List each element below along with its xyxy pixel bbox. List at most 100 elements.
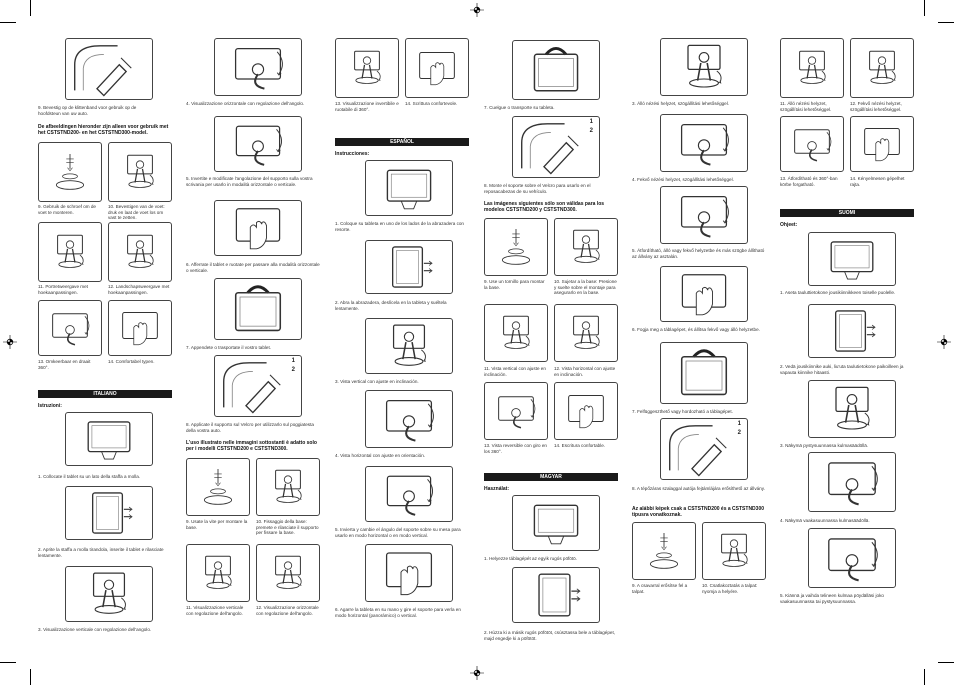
col1-intro: De afbeeldingen hieronder zijn alleen vo… xyxy=(38,124,169,136)
col2-cap10: 10. Fissaggio della base: premete e rila… xyxy=(256,519,319,536)
figure-tablet-side-fi xyxy=(808,232,896,286)
figure-carry-handle-es xyxy=(512,40,600,100)
figure-spring-clamp xyxy=(65,486,153,540)
col5-intro: Az alábbi képek csak a CSTSTND200 és a C… xyxy=(632,506,765,518)
registration-mark-right xyxy=(937,335,951,349)
col5-cap10: 10. Csatlakoztatás a talpat: nyomja a he… xyxy=(702,583,758,594)
col2-intro: L'uso illustrato nelle immagini sottosta… xyxy=(186,440,317,452)
figure-flip-angle xyxy=(214,116,302,172)
step-number-2-hu: 2 xyxy=(737,430,741,436)
figure-vertical-view-es xyxy=(365,318,453,374)
registration-mark-top xyxy=(470,3,484,17)
col6-step2: 2. Vedä jousikiinnike auki, liu'uta taul… xyxy=(780,364,904,375)
figure-reversible xyxy=(38,300,102,356)
crop-mark-bottom-right xyxy=(924,669,925,685)
col4-step1: 1. Helyezze táblagépét az egyik rugós pö… xyxy=(484,556,577,561)
col4-cap14: 14. Escritura confortable. xyxy=(554,443,606,448)
figure-landscape-view-it xyxy=(256,544,320,602)
col2-step6: 6. Afferrate il tablet e ruotate per pas… xyxy=(186,262,320,273)
col1-step3: 3. Visualizzazione verticale con regolaz… xyxy=(38,627,152,632)
col4-step2: 2. Húzza ki a másik rugós pöfötöt, csúsz… xyxy=(484,630,615,641)
figure-portrait-view-es xyxy=(484,304,548,362)
col2-cap12: 12. Visualizzazione orizzontale con rego… xyxy=(256,605,319,616)
col2-step8: 8. Applicate il supporto sul Velcro per … xyxy=(186,422,314,433)
figure-portrait-view-hu xyxy=(780,38,844,98)
col3-instructions-label: Instrucciones: xyxy=(335,151,370,157)
col4-cap9: 9. Use un tornillo para montar la base. xyxy=(484,279,545,290)
figure-carry-handle xyxy=(214,278,302,340)
crop-mark-top-right-h xyxy=(938,22,954,23)
figure-flip-angle-fi xyxy=(808,528,896,588)
figure-tablet-side-es xyxy=(365,160,453,216)
col2-cap11: 11. Visualizzazione verticale con regola… xyxy=(186,605,244,616)
col3-step3: 3. Vista vertical con ajuste en inclinac… xyxy=(335,379,419,384)
figure-headrest-mount xyxy=(65,38,153,100)
section-header-italiano: ITALIANO xyxy=(38,390,172,398)
figure-velcro-headrest-hu: 1 2 xyxy=(660,418,748,480)
col5-step6: 6. Fogja meg a táblagépet, és állítsa fe… xyxy=(632,327,760,332)
figure-vertical-view xyxy=(65,566,153,622)
col3-step6: 6. Agarre la tableta en su mano y gire e… xyxy=(335,607,461,618)
col6-instructions-label: Ohjeet: xyxy=(780,222,798,228)
figure-velcro-headrest: 1 2 xyxy=(214,355,302,417)
figure-attach-base-it xyxy=(256,458,320,516)
col4-step8: 8. Monte el soporte sobre el Velcro para… xyxy=(484,183,591,194)
col1-cap14: 14. Comfortabel typen. xyxy=(108,359,155,364)
figure-typing-hu xyxy=(850,116,914,172)
step-number-1: 1 xyxy=(291,358,295,364)
figure-flip-angle-es xyxy=(365,466,453,522)
col5-cap9: 9. A csavarral erősítse fel a talpat. xyxy=(632,583,688,594)
col3-step2: 2. Abra la abrazadera, deslícela en la t… xyxy=(335,300,447,311)
figure-horizontal-view-hu xyxy=(660,114,748,172)
figure-spring-clamp-es xyxy=(365,240,453,294)
col1-instructions-label: Istruzioni: xyxy=(38,403,62,409)
figure-screw-base xyxy=(38,142,102,202)
figure-portrait-view xyxy=(38,222,102,282)
crop-mark-bottom-left xyxy=(30,669,31,685)
col6-cap12: 12. Fekvő nézési helyzet, szögállítási l… xyxy=(850,101,902,112)
step-number-2: 2 xyxy=(291,367,295,373)
figure-spring-clamp-hu xyxy=(512,567,600,623)
col1-step2: 2. Aprite la staffa a molla tirandola, i… xyxy=(38,547,164,558)
figure-landscape-view xyxy=(108,222,172,282)
figure-screw-base-hu xyxy=(632,522,696,580)
col3-step4: 4. Vista horizontal con ajuste en orient… xyxy=(335,453,426,458)
crop-mark-top-left xyxy=(30,0,31,16)
figure-flip-angle-hu xyxy=(660,186,748,244)
figure-grip-rotate xyxy=(214,200,302,256)
col3-step1: 1. Coloque su tableta en uno de los lado… xyxy=(335,221,464,232)
figure-velcro-headrest-es: 1 2 xyxy=(512,116,600,178)
step-number-1-hu: 1 xyxy=(737,421,741,427)
figure-horizontal-view-fi xyxy=(808,452,896,512)
figure-grip-rotate-es xyxy=(365,544,453,602)
figure-attach-base-hu xyxy=(702,522,766,580)
figure-portrait-view-it xyxy=(186,544,250,602)
col6-cap13: 13. Átfordítható és 360°-ban körbe forga… xyxy=(780,176,838,187)
figure-reversible-es xyxy=(484,382,548,440)
col1-step9: 9. Bevestig op de klittenband voor gebru… xyxy=(38,105,137,116)
col1-cap13: 13. Omkeerbaar en draait 360°. xyxy=(38,359,91,370)
step-number-1-es: 1 xyxy=(589,119,593,125)
figure-tablet-side xyxy=(65,412,153,466)
figure-attach-base xyxy=(108,142,172,202)
col6-step5: 5. Kiännä ja vaihda telineen kulmaa pöyd… xyxy=(780,593,884,604)
crop-mark-bottom-right-h xyxy=(938,662,954,663)
figure-landscape-view-es xyxy=(554,304,618,362)
col5-step5: 5. Átfordítható, álló vagy fekvő helyzet… xyxy=(632,248,765,259)
figure-horizontal-view xyxy=(214,38,302,96)
crop-mark-top-left-h xyxy=(0,22,16,23)
col2-step5: 5. Invertite e modificate l'angolazione … xyxy=(186,176,313,187)
col2-step7: 7. Appendete o trasportate il vostro tab… xyxy=(186,345,272,350)
col6-cap14: 14. Kényelmesen gépelhet rajta. xyxy=(850,176,905,187)
col5-step4: 4. Fekvő nézési helyzet, szögállítási le… xyxy=(632,177,734,182)
col1-cap11: 11. Portretweergave met hoekaanpassingen… xyxy=(38,284,88,295)
col1-cap10: 10. Bevestigen van de voet: druk en laat… xyxy=(108,204,165,221)
step-number-2-es: 2 xyxy=(589,128,593,134)
section-header-espanol: ESPAÑOL xyxy=(335,138,469,146)
col5-step8: 8. A tépőzáras szalaggal autója fejtámlá… xyxy=(632,486,765,491)
figure-landscape-view-hu xyxy=(850,38,914,98)
col3-cap13: 13. Visualizzazione invertibile e ruotab… xyxy=(335,101,399,112)
col4-cap10: 10. Sujetar a la base: Presione y suelte… xyxy=(554,279,617,296)
col1-cap9: 9. Gebruik de schroef om de voet te mont… xyxy=(38,204,96,215)
